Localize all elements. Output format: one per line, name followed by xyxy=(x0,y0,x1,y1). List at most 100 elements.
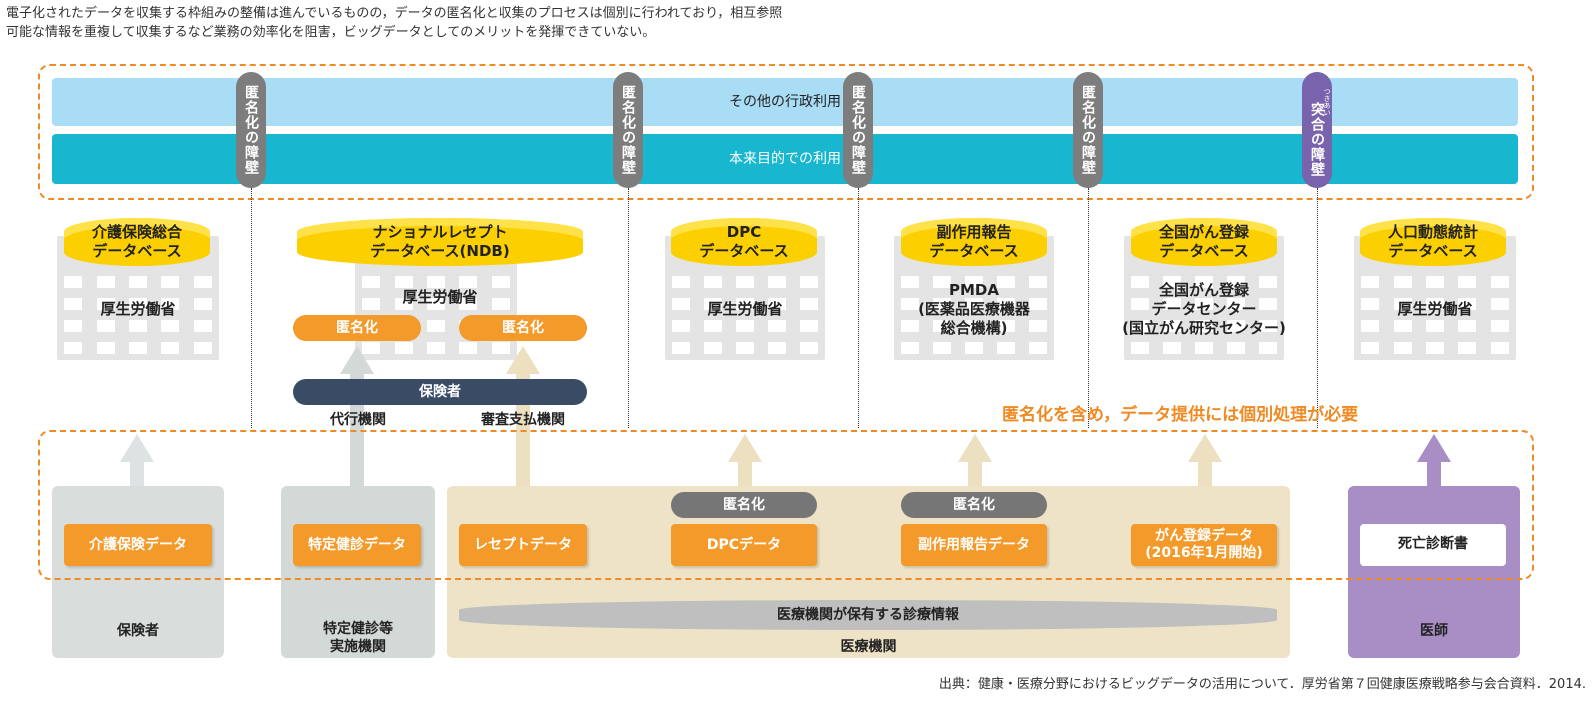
building-window xyxy=(64,320,83,332)
db-cylinder-long-term-care: 介護保険総合 データベース xyxy=(64,218,210,266)
building-window xyxy=(128,276,148,288)
building-window xyxy=(1458,342,1477,354)
building-window xyxy=(736,298,754,310)
data-cancer-registry: がん登録データ (2016年1月開始) xyxy=(1131,524,1277,566)
building-window xyxy=(96,298,115,310)
separator-line-2 xyxy=(628,188,629,428)
dpc-anonymize: 匿名化 xyxy=(671,492,817,518)
building-window xyxy=(161,276,180,288)
building-window xyxy=(800,298,818,310)
ndb-anonymize-left: 匿名化 xyxy=(293,315,421,341)
building-window xyxy=(800,276,818,288)
db-org-long-term-care: 厚生労働省 xyxy=(100,300,176,318)
original-purpose-band: 本来目的での利用 xyxy=(52,134,1518,184)
separator-line-3 xyxy=(858,188,859,428)
building-window xyxy=(459,342,478,354)
anonymization-wall-2: 匿名化の障壁 xyxy=(613,72,643,188)
building-window xyxy=(1029,276,1047,288)
building-window xyxy=(933,276,951,288)
building-window xyxy=(96,342,115,354)
panel-doctor-title: 医師 xyxy=(1420,623,1448,639)
building-window xyxy=(96,276,115,288)
building-window xyxy=(1163,276,1181,288)
building-window xyxy=(362,298,381,310)
building-window xyxy=(96,320,115,332)
building-window xyxy=(768,342,786,354)
db-org-dpc: 厚生労働省 xyxy=(707,300,783,318)
db-org-vital-stats: 厚生労働省 xyxy=(1397,300,1473,318)
db-cylinder-dpc: DPC データベース xyxy=(671,218,817,266)
building-window xyxy=(394,342,413,354)
db-cylinder-cancer: 全国がん登録 データベース xyxy=(1131,218,1277,266)
data-long-term-care: 介護保険データ xyxy=(64,524,212,566)
building-window xyxy=(193,276,212,288)
building-window xyxy=(1490,320,1509,332)
building-window xyxy=(394,276,413,288)
separator-line-1 xyxy=(251,188,252,428)
building-window xyxy=(1195,298,1213,310)
arrow-cancer xyxy=(1188,434,1222,490)
arrow-doctor xyxy=(1417,434,1451,490)
data-dpc: DPCデータ xyxy=(671,524,817,566)
building-window xyxy=(1458,276,1477,288)
building-window xyxy=(491,298,510,310)
other-admin-use-band: その他の行政利用 xyxy=(52,78,1518,126)
building-window xyxy=(704,276,722,288)
db-org-cancer: 全国がん登録 データセンター (国立がん研究センター) xyxy=(1122,281,1286,337)
building-window xyxy=(1227,298,1245,310)
building-window xyxy=(704,320,722,332)
building-window xyxy=(1195,276,1213,288)
arrow-dpc xyxy=(728,434,762,490)
anonymization-wall-3: 匿名化の障壁 xyxy=(843,72,873,188)
medical-held-info-bar: 医療機関が保有する診療情報 xyxy=(459,600,1277,630)
building-window xyxy=(1259,320,1277,332)
individual-processing-note: 匿名化を含め，データ提供には個別処理が必要 xyxy=(1002,405,1359,425)
building-window xyxy=(426,298,446,310)
arrow-adverse xyxy=(958,434,992,490)
building-window xyxy=(800,320,818,332)
db-cylinder-adverse: 副作用報告 データベース xyxy=(901,218,1047,266)
building-window xyxy=(1425,342,1445,354)
building-window xyxy=(491,276,510,288)
panel-medical-title: 医療機関 xyxy=(840,639,897,655)
data-receipt: レセプトデータ xyxy=(459,524,587,566)
building-window xyxy=(193,320,212,332)
db-org-ndb: 厚生労働省 xyxy=(402,288,478,306)
building-window xyxy=(128,320,148,332)
panel-doctor xyxy=(1348,486,1520,658)
building-window xyxy=(426,276,446,288)
data-specific-checkup: 特定健診データ xyxy=(293,524,421,566)
building-window xyxy=(768,298,786,310)
building-window xyxy=(459,298,478,310)
building-window xyxy=(128,342,148,354)
db-cylinder-ndb: ナショナルレセプト データベース(NDB) xyxy=(297,218,583,266)
building-window xyxy=(965,276,983,288)
db-org-adverse: PMDA (医薬品医療機器 総合機構) xyxy=(918,281,1030,337)
building-window xyxy=(1227,342,1245,354)
building-window xyxy=(1361,276,1380,288)
building-window xyxy=(933,342,951,354)
building-window xyxy=(933,298,951,310)
building-window xyxy=(362,276,381,288)
building-window xyxy=(64,298,83,310)
matching-wall-ruby: つきあい xyxy=(1323,88,1331,116)
building-window xyxy=(1163,320,1181,332)
building-window xyxy=(1393,320,1412,332)
data-adverse-report: 副作用報告データ xyxy=(901,524,1047,566)
building-window xyxy=(128,298,148,310)
building-window xyxy=(64,276,83,288)
building-window xyxy=(704,342,722,354)
arrow-insurer xyxy=(120,434,154,490)
building-window xyxy=(426,342,446,354)
building-window xyxy=(1131,320,1149,332)
building-window xyxy=(1163,298,1181,310)
building-window xyxy=(1361,320,1380,332)
building-window xyxy=(426,320,446,332)
building-window xyxy=(1227,320,1245,332)
db-cylinder-vital-stats: 人口動態統計 データベース xyxy=(1360,218,1506,266)
building-window xyxy=(1259,276,1277,288)
matching-wall-label: 突合の障壁 xyxy=(1309,101,1325,177)
building-window xyxy=(965,298,983,310)
building-window xyxy=(1425,320,1445,332)
building-window xyxy=(965,342,983,354)
